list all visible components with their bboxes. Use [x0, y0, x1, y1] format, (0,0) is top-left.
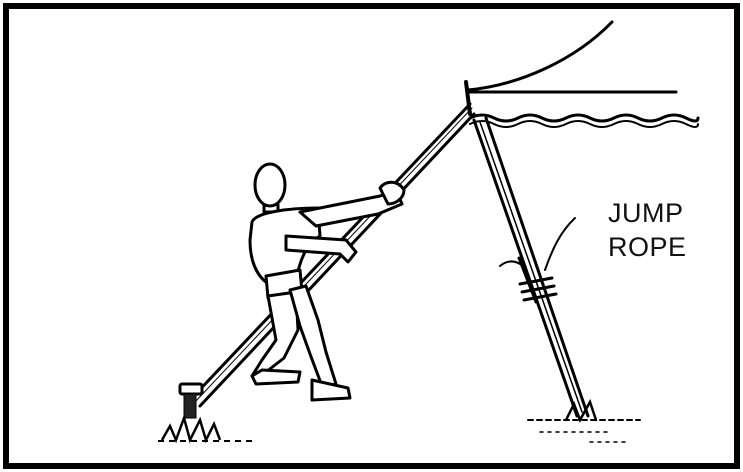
tent-canopy	[464, 20, 700, 128]
ground-stake	[158, 382, 252, 444]
frame-border	[3, 3, 740, 469]
person-figure	[248, 162, 406, 402]
tent-pole	[472, 116, 590, 418]
label-rope: ROPE	[608, 232, 687, 262]
ground-marks	[527, 398, 641, 443]
label-jump: JUMP	[608, 198, 684, 228]
slanted-pole	[188, 102, 476, 408]
